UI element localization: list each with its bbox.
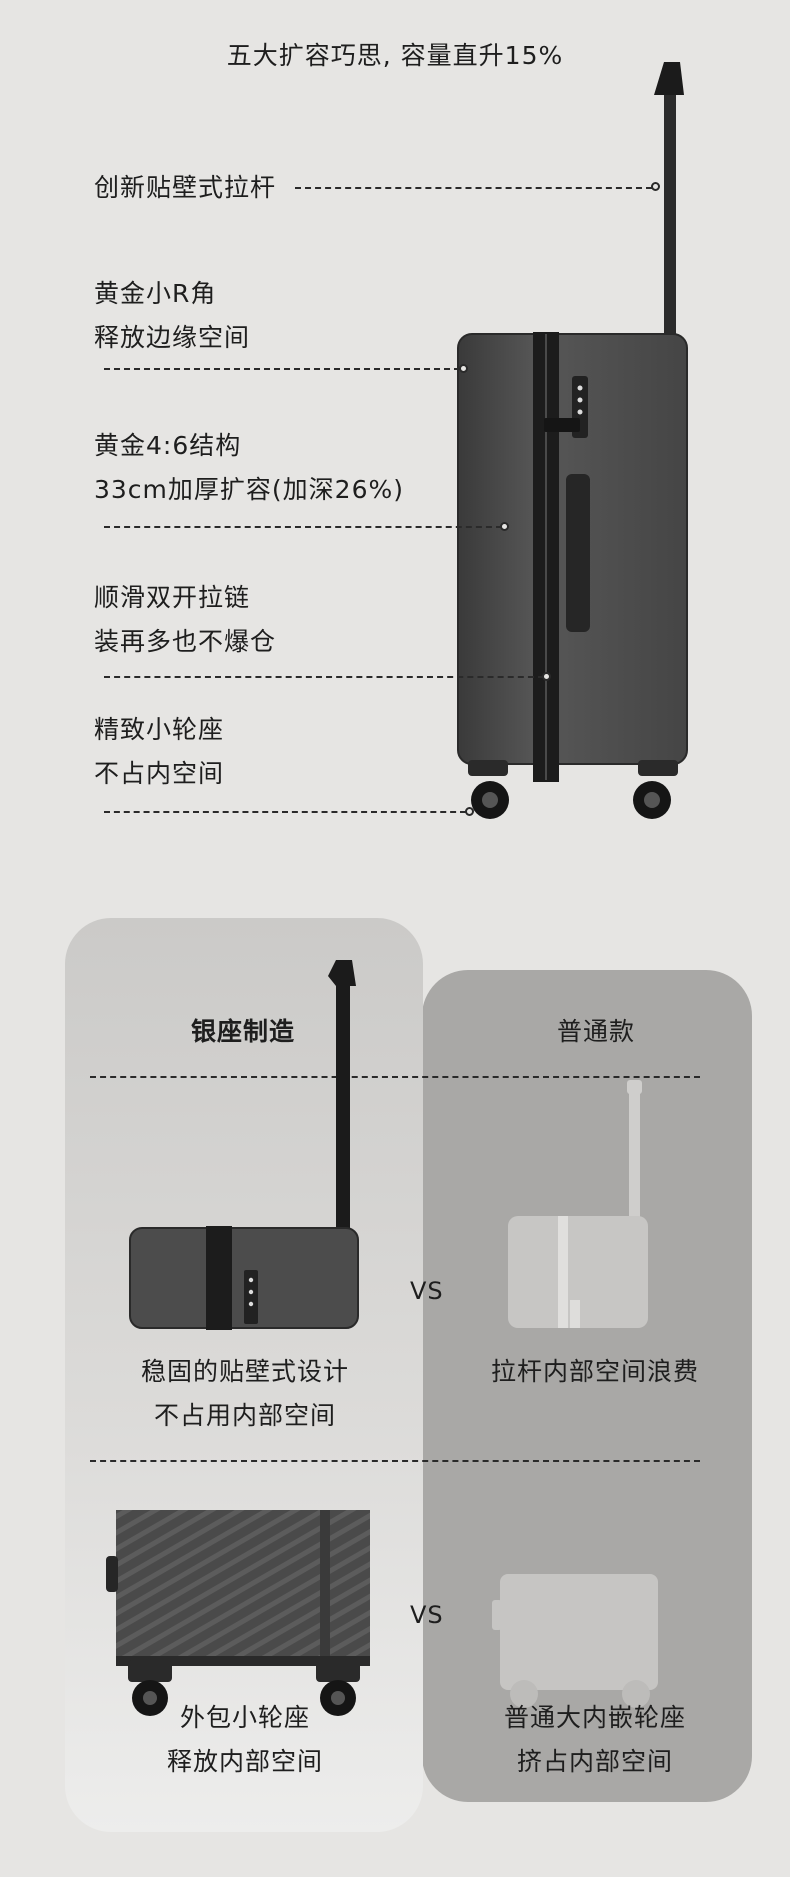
vs-label: VS — [410, 1277, 444, 1305]
feature-line: 顺滑双开拉链 — [94, 583, 251, 612]
feature-line: 不占内空间 — [94, 759, 225, 788]
feature-r-corner: 黄金小R角 释放边缘空间 — [94, 272, 250, 360]
feature-line: 装再多也不爆仓 — [94, 627, 277, 656]
standard-handle-caption: 拉杆内部空间浪费 — [435, 1350, 755, 1394]
yinzuo-wheel-caption: 外包小轮座 释放内部空间 — [80, 1696, 410, 1784]
page-title: 五大扩容巧思, 容量直升15% — [226, 41, 564, 70]
suitcase-illustration — [457, 62, 688, 819]
yinzuo-handle-caption: 稳固的贴壁式设计 不占用内部空间 — [80, 1350, 410, 1438]
leader-dot — [542, 672, 551, 681]
caption-line: 普通大内嵌轮座 — [503, 1703, 686, 1732]
divider — [90, 1076, 700, 1078]
wheel-comparison-illustration — [106, 1510, 658, 1716]
handle-comparison-illustration — [129, 960, 648, 1330]
leader-dot — [500, 522, 509, 531]
caption-line: 不占用内部空间 — [153, 1401, 336, 1430]
feature-double-zipper: 顺滑双开拉链 装再多也不爆仓 — [94, 576, 276, 664]
caption-line: 外包小轮座 — [179, 1703, 310, 1732]
leader-dot — [459, 364, 468, 373]
feature-line: 释放边缘空间 — [94, 323, 251, 352]
divider — [90, 1460, 700, 1462]
leader-line — [104, 368, 460, 370]
vs-label: VS — [410, 1601, 444, 1629]
yinzuo-panel — [65, 918, 423, 1832]
caption-line: 稳固的贴壁式设计 — [140, 1357, 349, 1386]
feature-line: 黄金小R角 — [94, 279, 217, 308]
feature-4-6-structure: 黄金4:6结构 33cm加厚扩容(加深26%) — [94, 424, 404, 512]
leader-line — [104, 811, 466, 813]
standard-header: 普通款 — [556, 1017, 635, 1046]
feature-line: 黄金4:6结构 — [94, 431, 242, 460]
caption-line: 释放内部空间 — [166, 1747, 323, 1776]
yinzuo-header: 银座制造 — [190, 1017, 295, 1046]
feature-line: 精致小轮座 — [94, 715, 225, 744]
leader-line — [104, 526, 502, 528]
leader-line — [104, 676, 544, 678]
feature-line: 33cm加厚扩容(加深26%) — [94, 475, 404, 504]
feature-telescopic-handle: 创新贴壁式拉杆 — [94, 166, 276, 210]
leader-dot — [651, 182, 660, 191]
leader-dot — [465, 807, 474, 816]
leader-line — [295, 187, 652, 189]
feature-small-wheel-base: 精致小轮座 不占内空间 — [94, 708, 224, 796]
caption-line: 挤占内部空间 — [516, 1747, 673, 1776]
feature-line: 创新贴壁式拉杆 — [94, 173, 277, 202]
caption-line: 拉杆内部空间浪费 — [490, 1357, 699, 1386]
standard-wheel-caption: 普通大内嵌轮座 挤占内部空间 — [435, 1696, 755, 1784]
